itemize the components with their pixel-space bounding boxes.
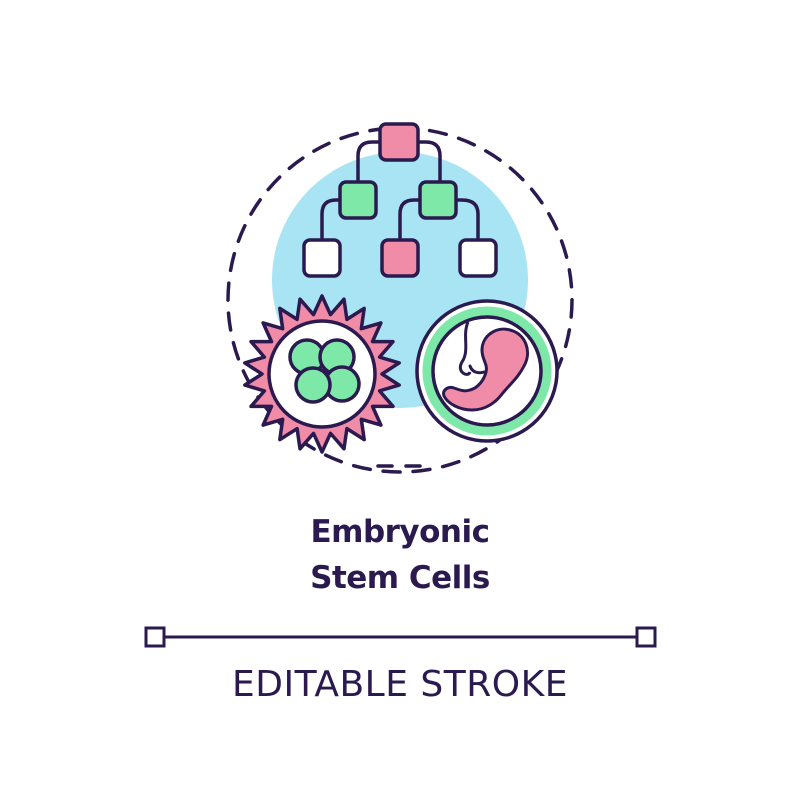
root-cell-square xyxy=(378,122,420,162)
right-green-cell-square xyxy=(418,180,458,220)
editable-stroke-caption: EDITABLE STROKE xyxy=(232,664,568,705)
spiky-cell-cluster-icon xyxy=(243,294,401,454)
slider-right-handle[interactable] xyxy=(635,626,657,648)
page-title-line-1: Embryonic xyxy=(310,514,490,550)
bottom-center-pink-square xyxy=(380,238,420,278)
cell-lineage-tree-icon xyxy=(302,122,498,278)
womb-green-ring xyxy=(422,306,552,436)
umbilical-cord xyxy=(458,321,472,376)
bottom-right-white-square xyxy=(458,238,498,278)
slider-left-handle[interactable] xyxy=(144,626,166,648)
page-title-line-2: Stem Cells xyxy=(310,560,490,596)
bottom-left-white-square xyxy=(302,238,342,278)
fetus-body xyxy=(442,327,529,412)
fetus-arm xyxy=(468,364,486,375)
left-green-cell-square xyxy=(338,180,378,220)
fetus-in-womb-icon xyxy=(415,299,559,443)
inner-cell-4 xyxy=(294,366,332,404)
